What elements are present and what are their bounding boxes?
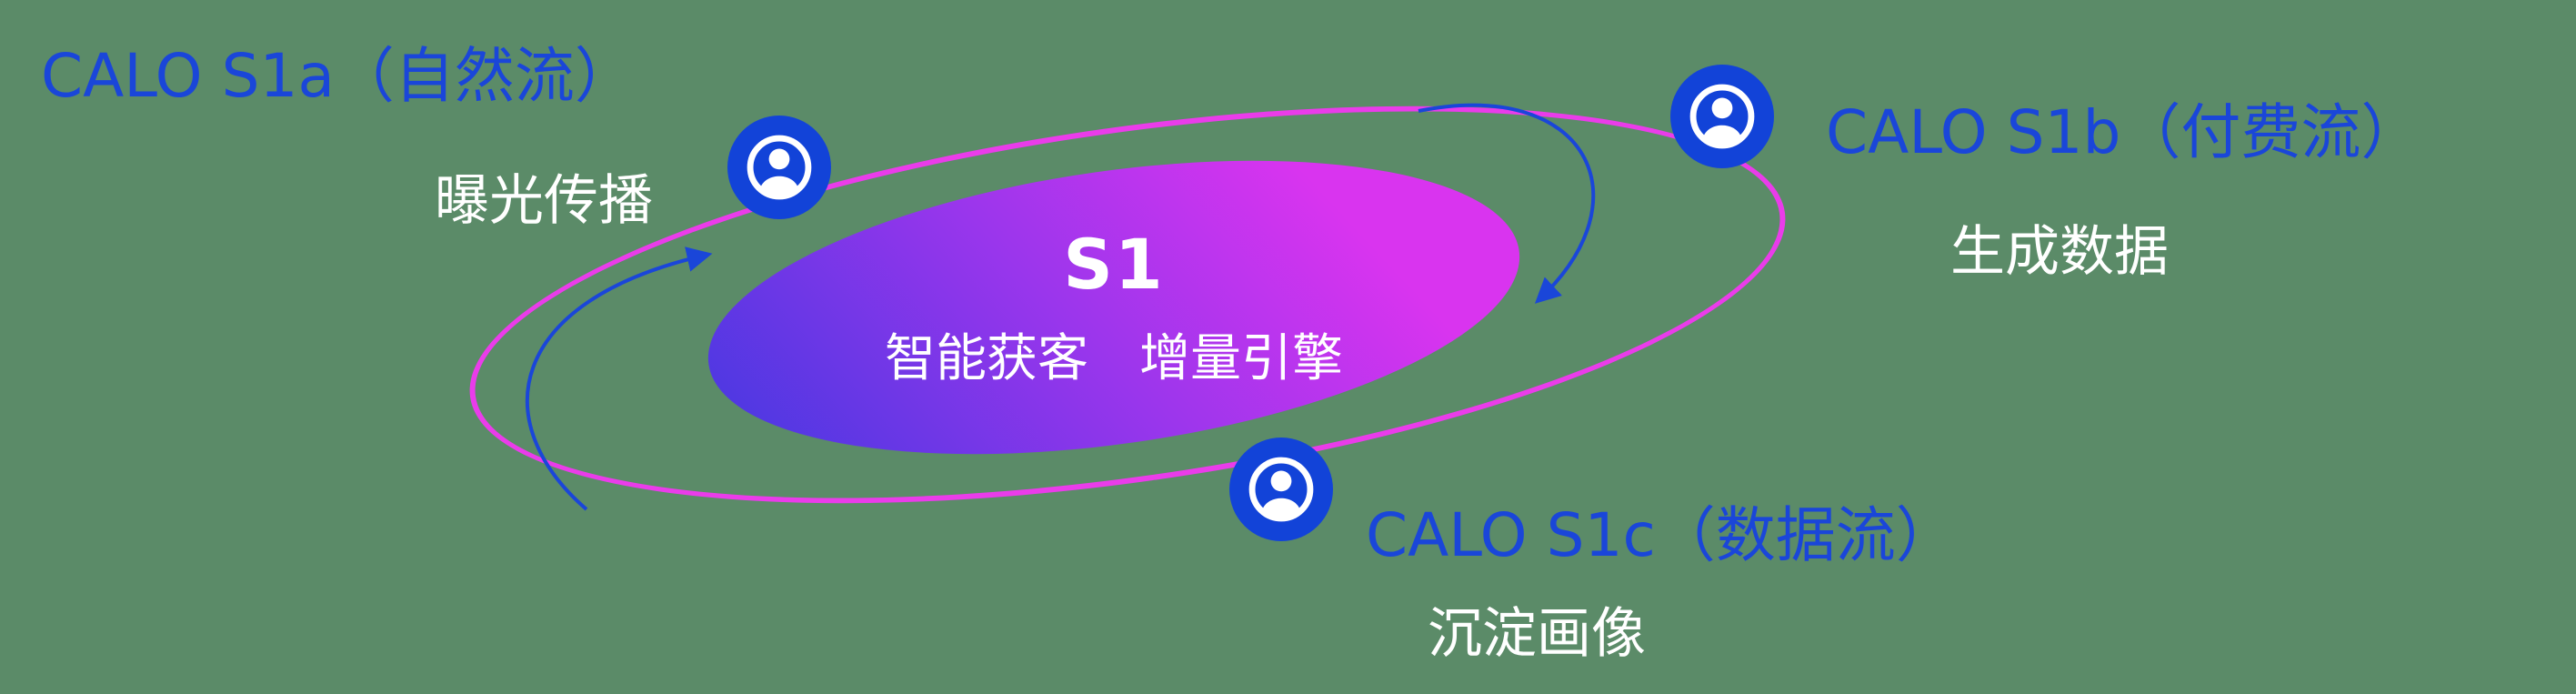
core-text-group: S1 智能获客 增量引擎 bbox=[885, 224, 1343, 391]
node-s1a-label: CALO S1a（自然流） bbox=[41, 41, 635, 111]
node-s1b-sublabel: 生成数据 bbox=[1950, 220, 2169, 284]
user-icon bbox=[727, 116, 831, 219]
user-icon bbox=[1670, 65, 1774, 168]
core-subtitle: 智能获客 增量引擎 bbox=[885, 329, 1343, 388]
node-s1c-sublabel: 沉淀画像 bbox=[1428, 602, 1646, 666]
node-s1b-label: CALO S1b（付费流） bbox=[1826, 97, 2421, 167]
node-s1c-label: CALO S1c（数据流） bbox=[1366, 500, 1956, 570]
node-s1a-sublabel: 曝光传播 bbox=[435, 169, 653, 233]
user-icon bbox=[1229, 438, 1333, 541]
core-title: S1 bbox=[1063, 224, 1165, 305]
